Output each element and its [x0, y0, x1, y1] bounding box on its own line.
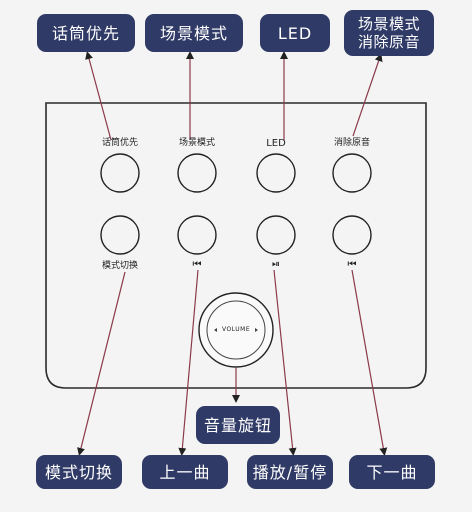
pointer-previous-track [178, 269, 199, 456]
callout-play-pause: 播放/暂停 [247, 455, 333, 489]
pointer-mode-switch [77, 271, 126, 456]
led-button[interactable] [256, 153, 296, 193]
previous-track-button[interactable] [177, 215, 217, 255]
callout-mic-priority: 话筒优先 [37, 14, 135, 52]
pointer-vocal-remove [352, 53, 383, 137]
callout-volume-knob: 音量旋钮 [196, 406, 280, 444]
next-track-icon: ⏮ [347, 259, 357, 270]
mode-switch-button[interactable] [100, 215, 140, 255]
play-pause-icon: ⏯ [272, 259, 280, 270]
pointer-play-pause [273, 269, 297, 456]
callout-next-track: 下一曲 [349, 455, 435, 489]
vocal-remove-button[interactable] [332, 153, 372, 193]
callout-led: LED [260, 14, 330, 52]
previous-track-icon: ⏮ [192, 259, 202, 270]
volume-knob-right-tick [255, 328, 258, 332]
next-track-button[interactable] [332, 215, 372, 255]
scene-mode-button[interactable] [177, 153, 217, 193]
volume-knob-inner [206, 300, 266, 360]
callout-scene-mode: 场景模式 [145, 14, 243, 52]
volume-knob-label: VOLUME [222, 326, 251, 333]
volume-knob-outer[interactable] [198, 292, 274, 368]
play-pause-button[interactable] [256, 215, 296, 255]
callout-mode-switch: 模式切换 [36, 455, 122, 489]
volume-knob-left-tick [214, 328, 217, 332]
label-mic-priority: 话筒优先 [101, 138, 138, 148]
callout-scene-vocal-remove: 场景模式 消除原音 [344, 10, 434, 56]
label-vocal-remove: 消除原音 [333, 138, 370, 148]
label-scene-mode: 场景模式 [178, 138, 215, 148]
callout-previous-track: 上一曲 [142, 455, 228, 489]
label-led: LED [266, 138, 286, 149]
mic-priority-button[interactable] [100, 153, 140, 193]
label-mode-switch: 模式切换 [101, 261, 138, 271]
device-panel-outline [45, 102, 427, 389]
pointer-next-track [351, 269, 388, 456]
pointer-mic-priority [85, 51, 112, 141]
